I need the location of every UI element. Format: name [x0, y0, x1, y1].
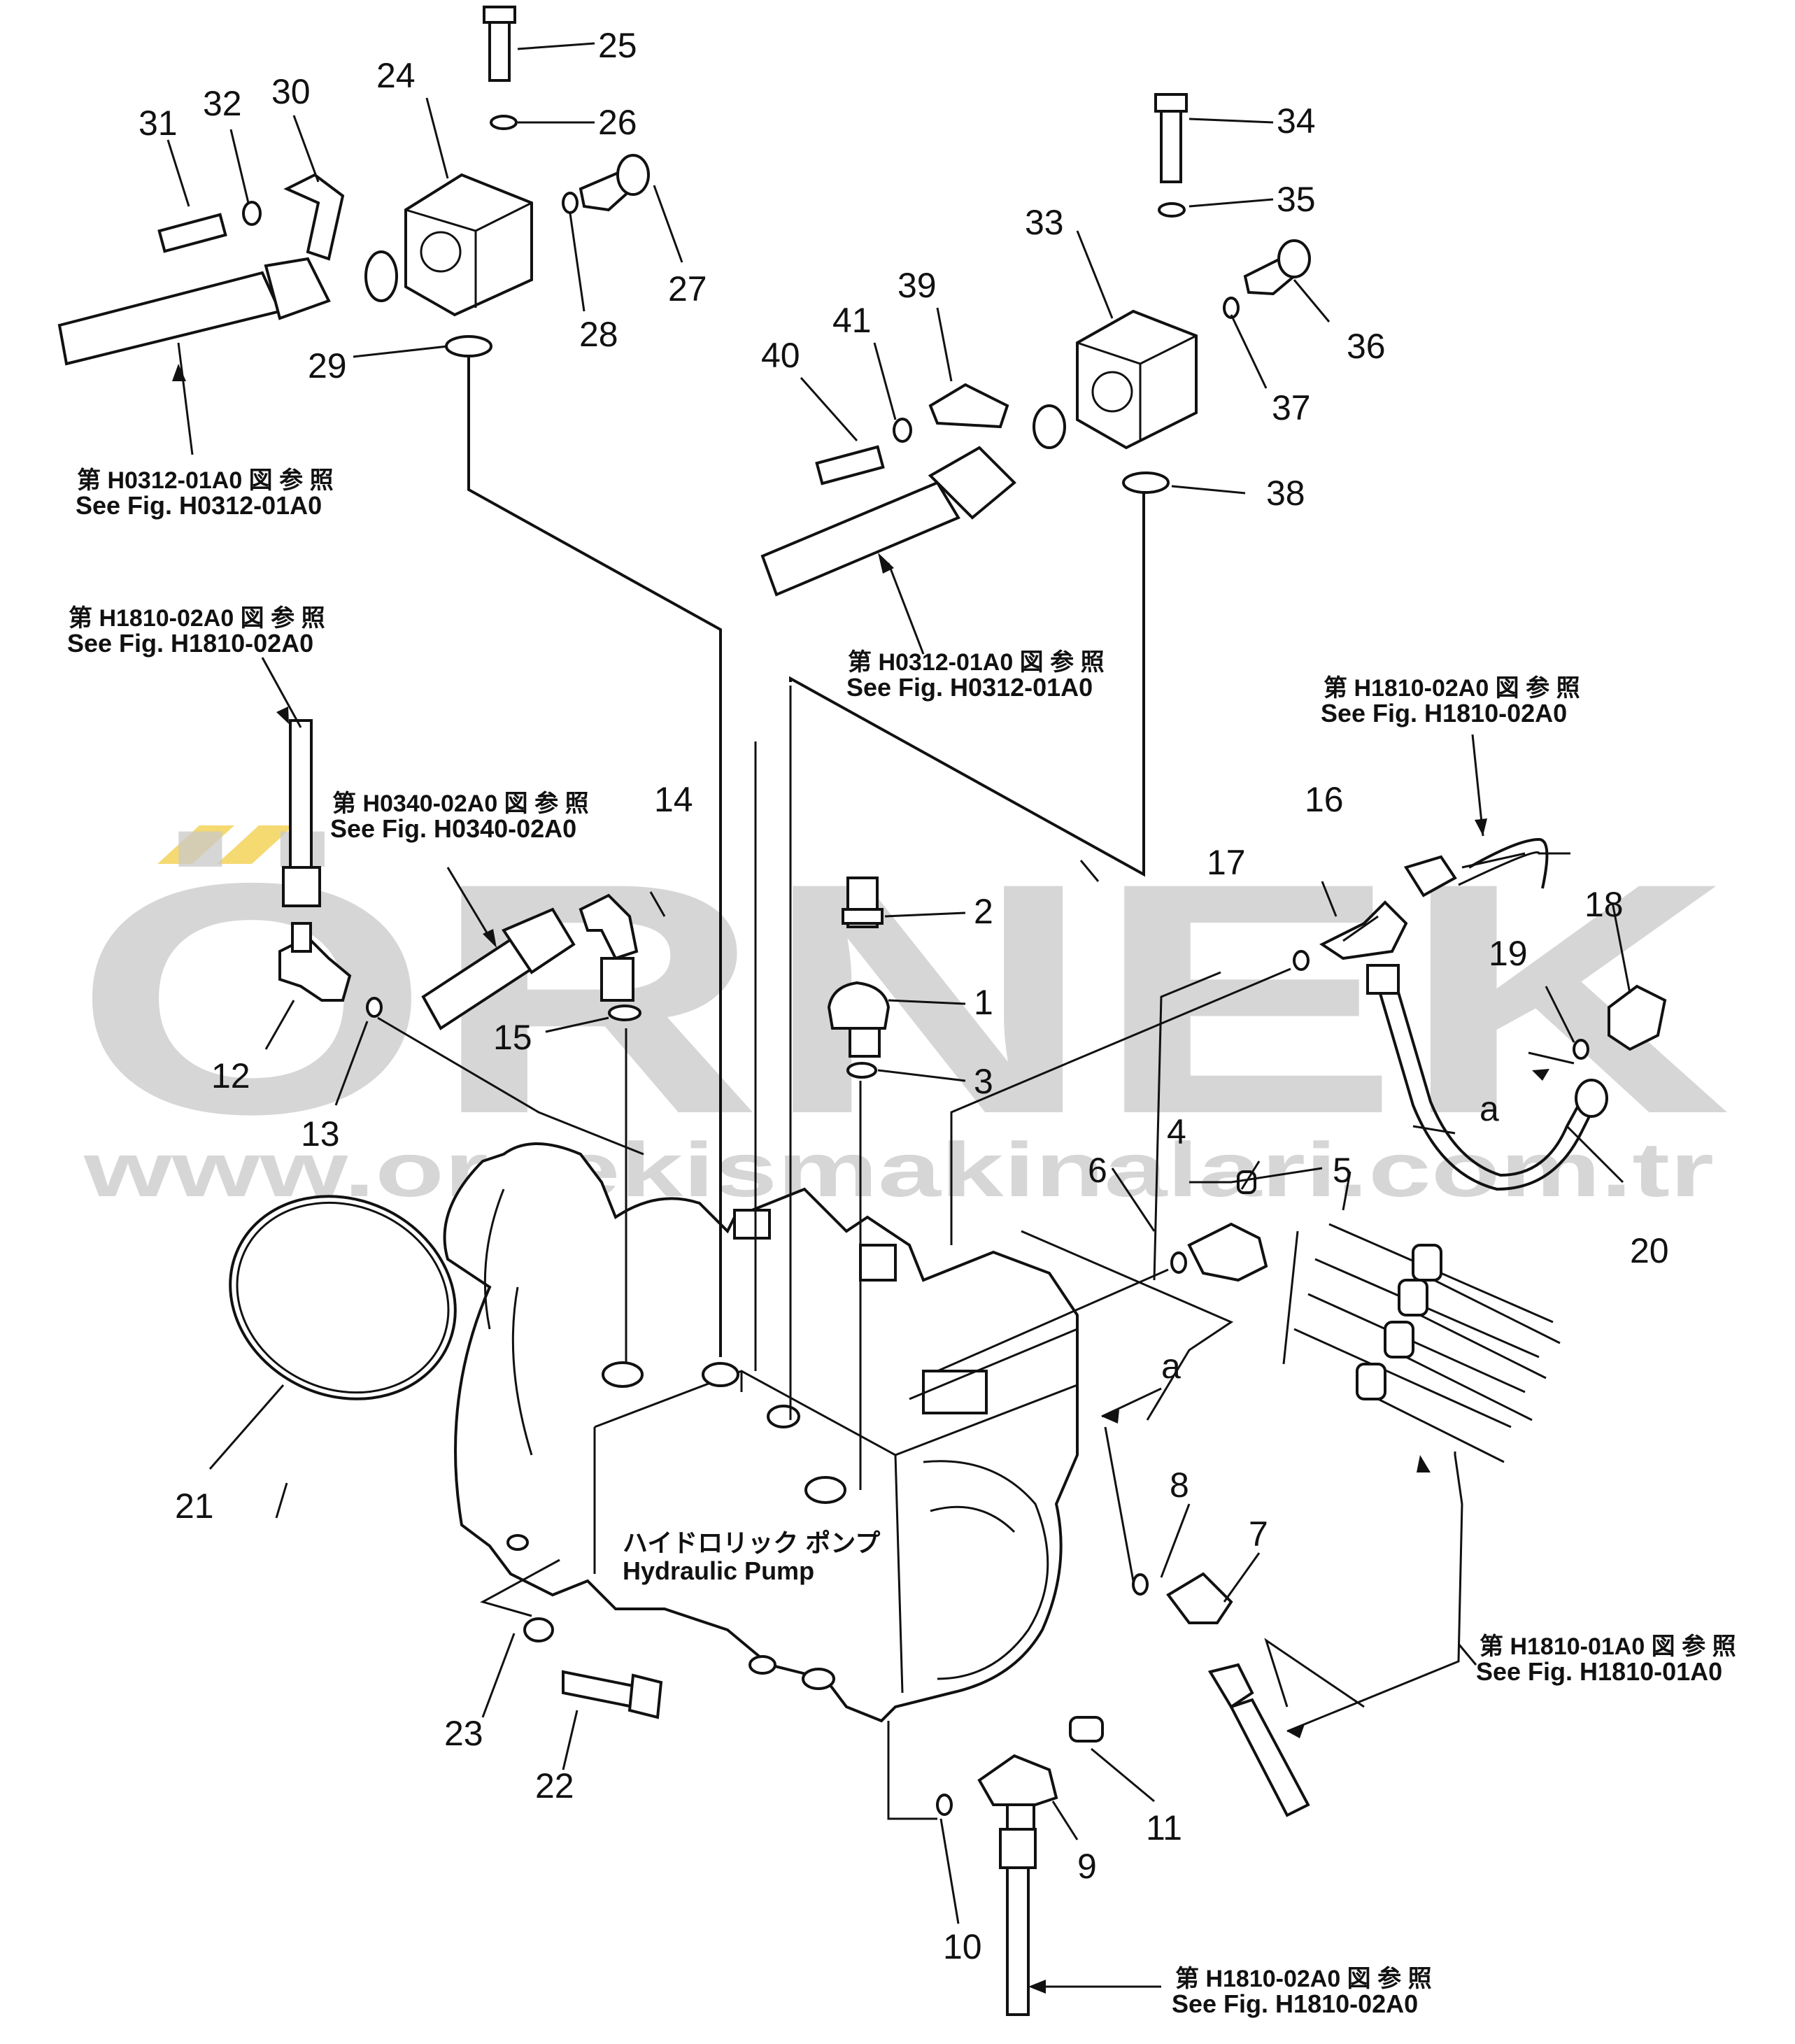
o-ring-21	[229, 1195, 457, 1400]
bolt-and-washer	[523, 1617, 663, 1719]
connection-lines	[377, 357, 1291, 1820]
part-number-13: 13	[301, 1114, 340, 1154]
part-number-39: 39	[898, 266, 937, 305]
part-number-17: 17	[1207, 843, 1246, 882]
valve-block-left-assembly	[57, 6, 650, 366]
part-number-8: 8	[1170, 1465, 1189, 1505]
part-number-18: 18	[1584, 885, 1624, 924]
ref-h0312-left-jp: 第 H0312-01A0 図 参 照	[77, 467, 334, 494]
reference-captions: 第 H0312-01A0 図 参 照 See Fig. H0312-01A0 第…	[67, 467, 1736, 2018]
connection-markers: a a	[1101, 1089, 1499, 1418]
part-number-25: 25	[598, 26, 637, 65]
part-number-4: 4	[1167, 1112, 1186, 1151]
part-number-32: 32	[203, 84, 242, 123]
ref-h0312-center-en: See Fig. H0312-01A0	[846, 673, 1093, 702]
hydraulic-pump: ハイドロリック ポンプ Hydraulic Pump	[443, 686, 1079, 1723]
part-number-28: 28	[579, 315, 618, 354]
part-number-1: 1	[974, 983, 993, 1022]
part-number-30: 30	[271, 72, 311, 111]
part-number-27: 27	[668, 269, 707, 308]
ref-h1810-02-left-jp: 第 H1810-02A0 図 参 照	[69, 605, 325, 632]
part-number-24: 24	[376, 56, 416, 95]
part-number-20: 20	[1630, 1231, 1669, 1270]
part-number-15: 15	[493, 1018, 532, 1057]
right-fittings	[936, 837, 1667, 2016]
part-number-10: 10	[943, 1927, 982, 1966]
part-leaders	[166, 42, 1631, 1988]
ref-h1810-02-right-en: See Fig. H1810-02A0	[1321, 699, 1567, 728]
part-number-19: 19	[1489, 934, 1528, 973]
part-number-5: 5	[1333, 1151, 1352, 1190]
part-number-12: 12	[211, 1056, 250, 1095]
part-number-22: 22	[535, 1766, 574, 1805]
pump-label-en: Hydraulic Pump	[623, 1556, 814, 1585]
part-number-14: 14	[654, 780, 693, 819]
part-number-38: 38	[1266, 474, 1305, 513]
ref-h1810-02-left-en: See Fig. H1810-02A0	[67, 629, 313, 658]
part-number-16: 16	[1305, 780, 1344, 819]
valve-block-right-assembly	[760, 93, 1311, 597]
arrowheads	[172, 364, 1549, 1994]
part-number-41: 41	[832, 301, 872, 340]
part-number-11: 11	[1146, 1808, 1182, 1847]
part-number-labels: 2 1 3 4 5 6 7 8 9 10 11 12 13 14 15 16 1…	[139, 26, 1669, 1966]
ref-h1810-02-right-jp: 第 H1810-02A0 図 参 照	[1324, 675, 1580, 702]
part-number-21: 21	[175, 1486, 214, 1526]
hose-bundle	[1282, 1223, 1561, 1463]
marker-a-pump: a	[1161, 1347, 1181, 1386]
part-number-37: 37	[1272, 388, 1311, 427]
part-number-23: 23	[444, 1714, 483, 1753]
part-number-40: 40	[761, 336, 800, 375]
part-number-34: 34	[1277, 101, 1316, 141]
ref-h0340-jp: 第 H0340-02A0 図 参 照	[332, 790, 589, 817]
part-number-26: 26	[598, 103, 637, 142]
center-fittings	[827, 876, 891, 1079]
part-number-31: 31	[139, 104, 178, 143]
part-number-7: 7	[1249, 1514, 1268, 1554]
part-number-33: 33	[1025, 203, 1064, 242]
ref-h0312-center-jp: 第 H0312-01A0 図 参 照	[848, 649, 1105, 676]
part-number-6: 6	[1088, 1151, 1107, 1190]
ref-h0312-left-en: See Fig. H0312-01A0	[76, 491, 322, 520]
part-number-9: 9	[1077, 1847, 1097, 1886]
ref-h1810-02-bottom-jp: 第 H1810-02A0 図 参 照	[1175, 1966, 1432, 1992]
marker-a-hose: a	[1480, 1089, 1499, 1128]
pump-label-jp: ハイドロリック ポンプ	[623, 1528, 880, 1557]
ref-h1810-01-en: See Fig. H1810-01A0	[1476, 1657, 1722, 1686]
part-number-36: 36	[1347, 327, 1386, 366]
part-number-2: 2	[974, 892, 993, 931]
part-number-29: 29	[308, 346, 347, 385]
part-number-35: 35	[1277, 180, 1316, 219]
part-number-3: 3	[974, 1062, 993, 1101]
left-fittings	[278, 719, 641, 1030]
ref-h1810-02-bottom-en: See Fig. H1810-02A0	[1172, 1989, 1418, 2018]
ref-h0340-en: See Fig. H0340-02A0	[330, 814, 576, 843]
ref-h1810-01-jp: 第 H1810-01A0 図 参 照	[1480, 1633, 1736, 1660]
